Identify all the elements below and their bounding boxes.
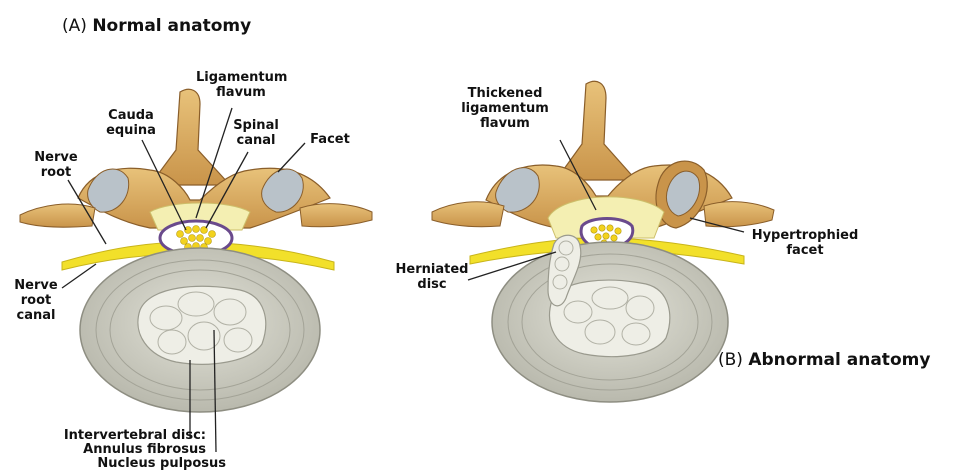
panel-a-letter: (A) <box>62 16 87 36</box>
label-ligamentum-flavum: Ligamentum flavum <box>196 70 286 100</box>
panel-b-letter: (B) <box>718 350 743 370</box>
label-hypertrophied-facet: Hypertrophied facet <box>740 228 870 258</box>
label-annulus-fibrosus: Annulus fibrosus <box>20 442 206 457</box>
nucleus-pulposus <box>138 286 266 364</box>
panel-b-title-text: Abnormal anatomy <box>748 350 930 370</box>
label-intervertebral-disc: Intervertebral disc: <box>20 428 206 443</box>
label-nucleus-pulposus: Nucleus pulposus <box>40 456 226 471</box>
panel-a-title: (A) Normal anatomy <box>62 16 251 36</box>
left-transverse-process-b <box>432 202 504 227</box>
label-herniated-disc: Herniated disc <box>392 262 472 292</box>
label-nerve-root: Nerve root <box>26 150 86 180</box>
right-transverse-process-b <box>704 202 774 227</box>
panel-b-title: (B) Abnormal anatomy <box>718 350 930 370</box>
label-nerve-root-canal: Nerve root canal <box>6 278 66 323</box>
label-spinal-canal: Spinal canal <box>226 118 286 148</box>
label-cauda-equina: Cauda equina <box>96 108 166 138</box>
label-thickened-ligamentum-flavum: Thickened ligamentum flavum <box>450 86 560 131</box>
right-transverse-process <box>300 204 372 227</box>
label-facet: Facet <box>300 132 360 147</box>
panel-a-title-text: Normal anatomy <box>92 16 251 36</box>
spinous-process-b <box>556 81 636 180</box>
